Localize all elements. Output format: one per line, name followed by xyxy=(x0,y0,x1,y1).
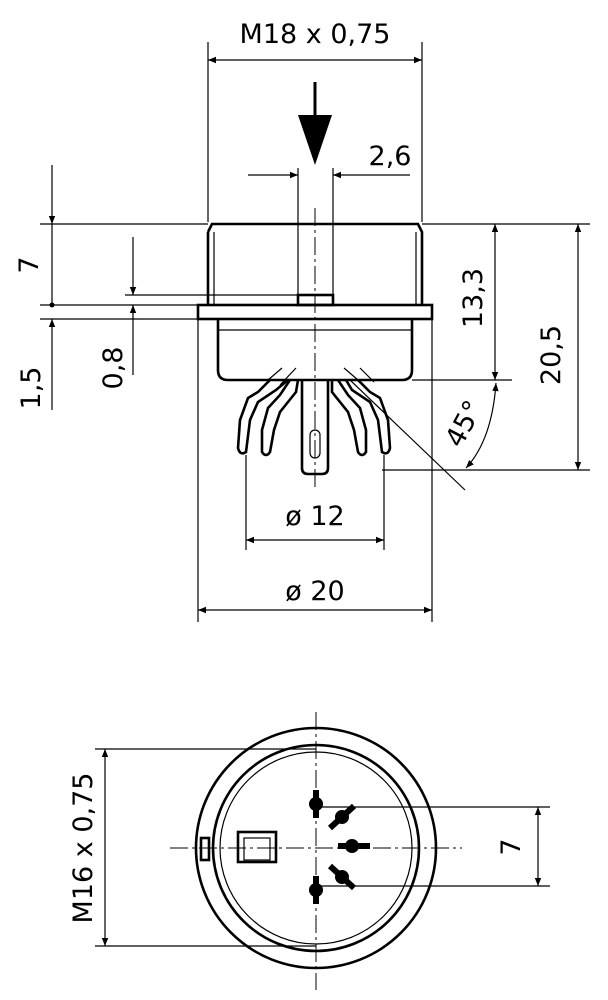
connector-body xyxy=(196,222,434,476)
outer-ring xyxy=(194,726,438,970)
dimension-pin-width: 2,6 xyxy=(248,141,411,300)
side-view: M18 x 0,75 2,6 xyxy=(14,19,590,622)
label-thread-bottom: M16 x 0,75 xyxy=(68,773,99,924)
label-diameter-12: ø 12 xyxy=(285,501,344,532)
dimension-height-0-8: 0,8 xyxy=(98,237,298,389)
dimension-pitch-7: 7 xyxy=(316,806,550,887)
label-pitch-7: 7 xyxy=(496,838,527,855)
label-height-7: 7 xyxy=(14,256,45,273)
dimension-diameter-12: ø 12 xyxy=(245,455,385,550)
front-view: M16 x 0,75 7 xyxy=(68,712,550,990)
thread-ring xyxy=(219,751,413,945)
dimension-angle: 45° xyxy=(349,379,499,491)
dimension-height-7: 7 xyxy=(14,165,208,320)
dimension-height-1-5: 1,5 xyxy=(16,319,56,410)
inner-ring xyxy=(211,743,421,953)
dimension-diameter-20: ø 20 xyxy=(197,319,433,622)
coding-notch xyxy=(236,830,278,864)
insertion-arrow xyxy=(298,82,332,165)
label-thread-top: M18 x 0,75 xyxy=(240,19,391,50)
solder-contacts-left xyxy=(236,367,300,457)
label-height-20-5: 20,5 xyxy=(536,325,567,385)
dimension-height-13-3: 13,3 xyxy=(412,223,590,381)
label-diameter-20: ø 20 xyxy=(285,576,344,607)
label-height-13-3: 13,3 xyxy=(458,268,489,328)
label-height-1-5: 1,5 xyxy=(16,367,47,410)
dimension-thread-top: M18 x 0,75 xyxy=(207,19,423,222)
label-pin-width: 2,6 xyxy=(369,141,412,172)
contact-pins xyxy=(309,790,370,904)
solder-contacts-right xyxy=(330,367,392,457)
dimension-thread-bottom: M16 x 0,75 xyxy=(68,748,316,947)
label-height-0-8: 0,8 xyxy=(98,347,129,390)
dimension-height-20-5: 20,5 xyxy=(382,224,590,471)
